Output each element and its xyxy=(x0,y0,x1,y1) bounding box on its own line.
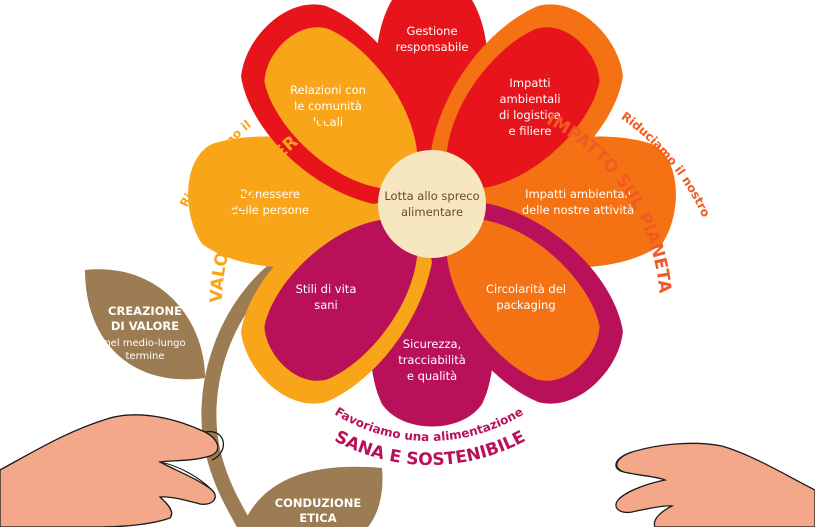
petal-right-label-1: Impatti ambientali xyxy=(525,187,631,201)
petal-bottom-left-label-1: Stili di vita xyxy=(296,282,357,296)
leaf-etica-title-2: ETICA xyxy=(299,511,336,525)
petal-top-label-2: responsabile xyxy=(396,40,469,54)
leaf-etica-title-1: CONDUZIONE xyxy=(275,496,362,510)
petal-top-right-label-2: ambientali xyxy=(499,92,560,106)
center-label-1: Lotta allo spreco xyxy=(384,189,479,203)
petal-bottom-label-2: tracciabilità xyxy=(398,353,466,367)
petal-circolarita-packaging xyxy=(428,200,623,404)
petal-top-right-label-4: e filiere xyxy=(509,124,552,138)
petal-top-right-label-3: di logistica xyxy=(499,108,561,122)
flower-stem xyxy=(201,250,298,527)
flower-center xyxy=(378,150,486,258)
right-hand-illustration xyxy=(615,442,815,527)
petal-bottom-label-1: Sicurezza, xyxy=(403,337,461,351)
petal-top-left-label-3: locali xyxy=(313,115,343,129)
center-label-2: alimentare xyxy=(401,205,463,219)
petal-bottom-right-label-1: Circolarità del xyxy=(486,282,566,296)
petal-top-label-1: Gestione xyxy=(406,24,457,38)
petal-relazioni-comunita xyxy=(241,4,436,208)
leaf-conduzione-etica xyxy=(242,466,383,527)
leaf-valore-title-2: DI VALORE xyxy=(111,319,179,333)
leaf-valore-sub-1: nel medio-lungo xyxy=(104,338,185,349)
petal-top-left-label-1: Relazioni con xyxy=(290,83,366,97)
petal-left-label-2: delle persone xyxy=(231,203,309,217)
left-hand-illustration xyxy=(0,414,225,527)
leaf-creazione-valore xyxy=(85,269,205,380)
petal-top-right-label-1: Impatti xyxy=(509,76,550,90)
petal-right-label-2: delle nostre attività xyxy=(522,203,634,217)
leaf-valore-title-1: CREAZIONE xyxy=(108,304,182,318)
petal-top-left-label-2: le comunità xyxy=(294,99,362,113)
petal-left-label-1: Benessere xyxy=(240,187,300,201)
petal-impatti-logistica xyxy=(428,4,623,208)
petal-bottom-left-label-2: sani xyxy=(314,298,338,312)
petal-bottom-right-label-2: packaging xyxy=(496,298,555,312)
leaf-valore-sub-2: termine xyxy=(125,351,164,362)
petal-stili-vita xyxy=(241,200,436,404)
petal-bottom-label-3: e qualità xyxy=(407,369,457,383)
